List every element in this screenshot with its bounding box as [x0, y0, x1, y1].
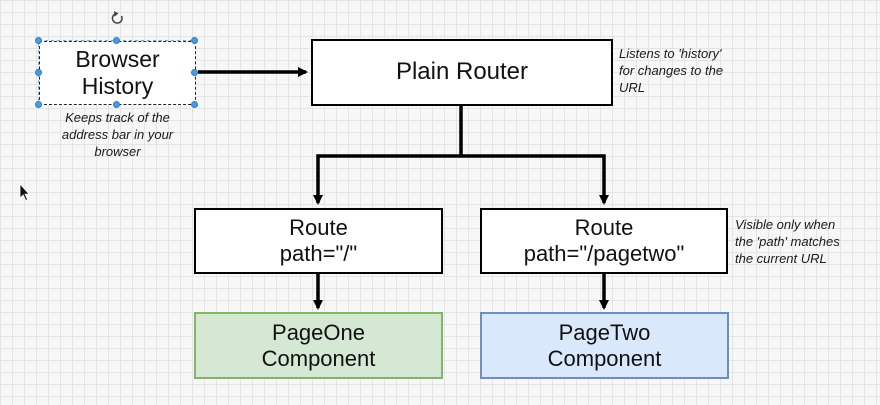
plain-router-node[interactable]: Plain Router [311, 39, 613, 106]
selection-handle[interactable] [191, 37, 198, 44]
selection-handle[interactable] [191, 69, 198, 76]
page-two-label-line1: PageTwo [558, 319, 651, 345]
route-pagetwo-node[interactable]: Route path="/pagetwo" [480, 208, 728, 274]
selection-handle[interactable] [113, 101, 120, 108]
page-one-label-line1: PageOne [272, 319, 365, 345]
history-note-line: address bar in your [61, 126, 174, 142]
browser-history-node[interactable]: Browser History [39, 41, 196, 105]
browser-history-label-line1: Browser [75, 45, 160, 72]
arrow-router-to-route-home[interactable] [313, 154, 461, 205]
router-note-line: for changes to the [619, 62, 724, 78]
history-note-line: Keeps track of the [65, 110, 170, 125]
selection-handle[interactable] [35, 37, 42, 44]
router-note-line: Listens to 'history' [619, 46, 722, 61]
route-pagetwo-label-line1: Route [574, 215, 634, 241]
page-two-component-node[interactable]: PageTwo Component [480, 312, 729, 379]
route-home-label-line1: Route [289, 215, 348, 241]
history-note[interactable]: Keeps track of the address bar in your b… [40, 110, 195, 161]
router-note[interactable]: Listens to 'history' for changes to the … [619, 46, 723, 97]
selection-handle[interactable] [35, 69, 42, 76]
arrow-router-to-route-pagetwo[interactable] [461, 154, 609, 205]
route-note[interactable]: Visible only when the 'path' matches the… [735, 217, 840, 268]
selection-handle[interactable] [191, 101, 198, 108]
router-note-line: URL [619, 79, 646, 95]
selection-handle[interactable] [35, 101, 42, 108]
route-note-line: Visible only when [735, 217, 836, 232]
route-home-node[interactable]: Route path="/" [194, 208, 443, 274]
rotate-handle-icon[interactable] [111, 11, 123, 24]
route-note-line: the 'path' matches [735, 233, 840, 249]
page-two-label-line2: Component [547, 345, 662, 371]
page-one-component-node[interactable]: PageOne Component [194, 312, 443, 379]
selection-handle[interactable] [113, 37, 120, 44]
page-one-label-line2: Component [261, 345, 376, 371]
mouse-pointer-icon [19, 182, 31, 202]
plain-router-label: Plain Router [395, 58, 529, 86]
history-note-line: browser [94, 143, 141, 159]
route-home-label-line2: path="/" [279, 241, 358, 266]
route-pagetwo-label-line2: path="/pagetwo" [523, 241, 685, 266]
route-note-line: the current URL [735, 250, 827, 266]
browser-history-label-line2: History [81, 73, 154, 99]
